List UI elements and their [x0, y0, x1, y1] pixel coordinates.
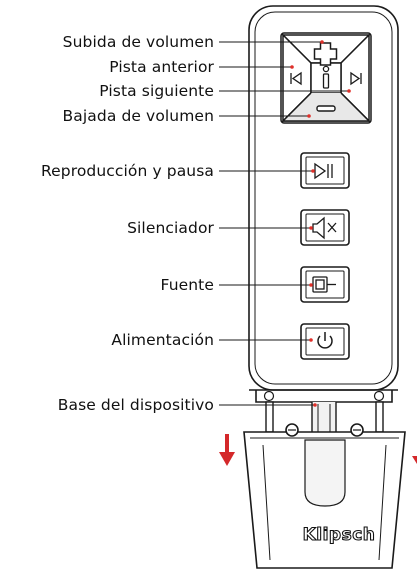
label-mute: Silenciador — [127, 219, 214, 237]
device-dock-base — [243, 423, 406, 569]
leader-dots — [290, 40, 351, 407]
play-pause-icon — [314, 162, 333, 180]
source-icon — [312, 276, 336, 293]
label-power: Alimentación — [111, 331, 214, 349]
mute-button[interactable] — [300, 209, 350, 246]
mute-icon — [312, 216, 337, 240]
plus-icon[interactable] — [313, 42, 338, 66]
label-source: Fuente — [160, 276, 214, 294]
power-button[interactable] — [300, 323, 350, 360]
label-previous-track: Pista anterior — [109, 58, 214, 76]
label-device-dock: Base del dispositivo — [57, 396, 214, 414]
leader-lines — [219, 41, 349, 406]
down-arrow-icon — [219, 434, 235, 466]
source-button[interactable] — [300, 266, 350, 303]
play-pause-button[interactable] — [300, 152, 350, 189]
minus-icon[interactable] — [316, 105, 336, 112]
info-icon[interactable] — [322, 65, 330, 89]
label-next-track: Pista siguiente — [99, 82, 214, 100]
label-volume-up: Subida de volumen — [62, 33, 214, 51]
label-play-pause: Reproducción y pausa — [40, 162, 214, 180]
label-volume-down: Bajada de volumen — [62, 107, 214, 125]
previous-track-icon[interactable] — [290, 71, 302, 86]
next-track-icon[interactable] — [350, 71, 362, 86]
brand-logo-text: Klipsch — [302, 524, 376, 545]
right-arrow-partial-icon — [412, 456, 417, 464]
power-icon — [317, 332, 333, 349]
